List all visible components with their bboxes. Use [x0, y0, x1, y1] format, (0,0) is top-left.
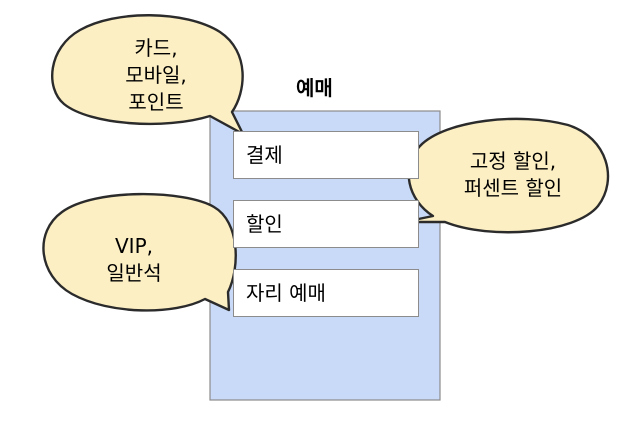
bubble-line: 일반석 — [106, 261, 162, 285]
bubble-text-payment: 카드, 모바일, 포인트 — [106, 35, 206, 116]
bubble-line: 고정 할인, — [469, 149, 557, 173]
bubble-line: 포인트 — [128, 90, 184, 114]
bubble-text-discount: 고정 할인, 퍼센트 할인 — [438, 148, 588, 202]
bubble-text-seat: VIP, 일반석 — [84, 233, 184, 287]
speech-bubble-payment — [51, 14, 245, 136]
diagram-title: 예매 — [296, 76, 333, 100]
bubble-line: VIP, — [115, 234, 153, 258]
bubble-line: 모바일, — [125, 63, 187, 87]
row-payment: 결제 — [233, 131, 419, 179]
row-discount: 할인 — [233, 200, 419, 248]
speech-bubble-seat — [42, 192, 237, 312]
bubble-line: 카드, — [134, 36, 178, 60]
row-seat-booking: 자리 예매 — [233, 269, 419, 317]
bubble-line: 퍼센트 할인 — [463, 176, 563, 200]
